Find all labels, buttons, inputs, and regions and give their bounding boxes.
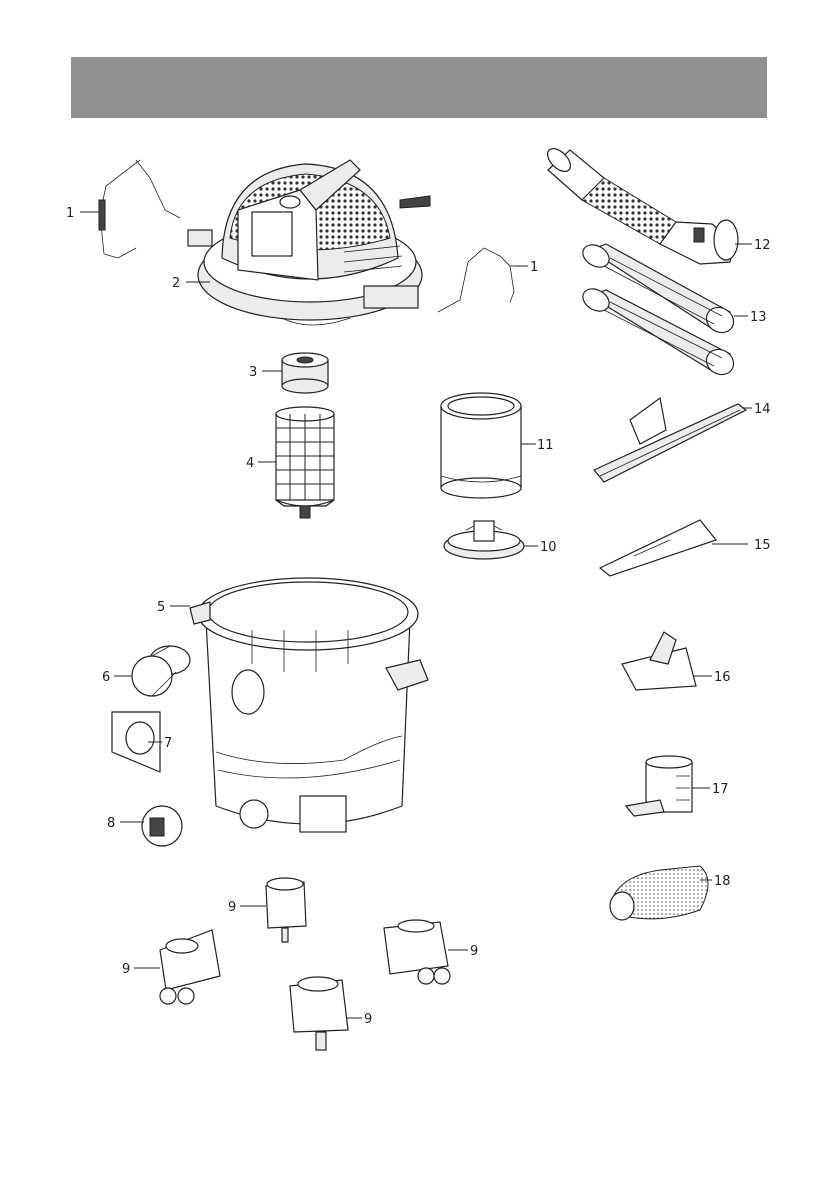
callout-3: 3: [249, 365, 257, 380]
filter-cage-icon: [276, 407, 334, 518]
callout-6: 6: [102, 670, 110, 685]
callout-9a: 9: [228, 900, 236, 915]
caster-icon: [384, 920, 450, 984]
caster-icon: [160, 930, 220, 1004]
motor-head-icon: [188, 160, 430, 325]
latch-clip-icon: [99, 160, 180, 258]
callout-9d: 9: [364, 1012, 372, 1027]
callout-9b: 9: [122, 962, 130, 977]
extension-wand-icon: [579, 284, 738, 379]
dust-brush-icon: [626, 756, 692, 816]
hose-icon: [543, 144, 738, 264]
callout-2: 2: [172, 276, 180, 291]
latch-clip-icon: [438, 248, 522, 312]
callout-1a: 1: [66, 206, 74, 221]
callout-7: 7: [164, 736, 172, 751]
cartridge-filter-icon: [441, 393, 521, 498]
callout-12: 12: [754, 238, 771, 253]
filter-bag-icon: [610, 866, 708, 920]
filter-lid-icon: [444, 521, 524, 559]
utility-nozzle-icon: [622, 632, 696, 690]
callout-15: 15: [754, 538, 771, 553]
callout-5: 5: [157, 600, 165, 615]
callout-9c: 9: [470, 944, 478, 959]
callout-1b: 1: [530, 260, 538, 275]
caster-icon: [290, 977, 348, 1050]
callout-11: 11: [537, 438, 554, 453]
floor-nozzle-icon: [594, 398, 746, 482]
callout-17: 17: [712, 782, 729, 797]
callout-10: 10: [540, 540, 557, 555]
drain-cap-icon: [142, 806, 182, 846]
blower-port-icon: [132, 646, 190, 696]
callout-16: 16: [714, 670, 731, 685]
callout-18: 18: [714, 874, 731, 889]
caster-icon: [266, 878, 306, 942]
callout-4: 4: [246, 456, 254, 471]
callout-13: 13: [750, 310, 767, 325]
foam-filter-icon: [282, 353, 328, 393]
callout-14: 14: [754, 402, 771, 417]
crevice-tool-icon: [600, 520, 716, 576]
tank-icon: [190, 578, 428, 832]
callout-8: 8: [107, 816, 115, 831]
